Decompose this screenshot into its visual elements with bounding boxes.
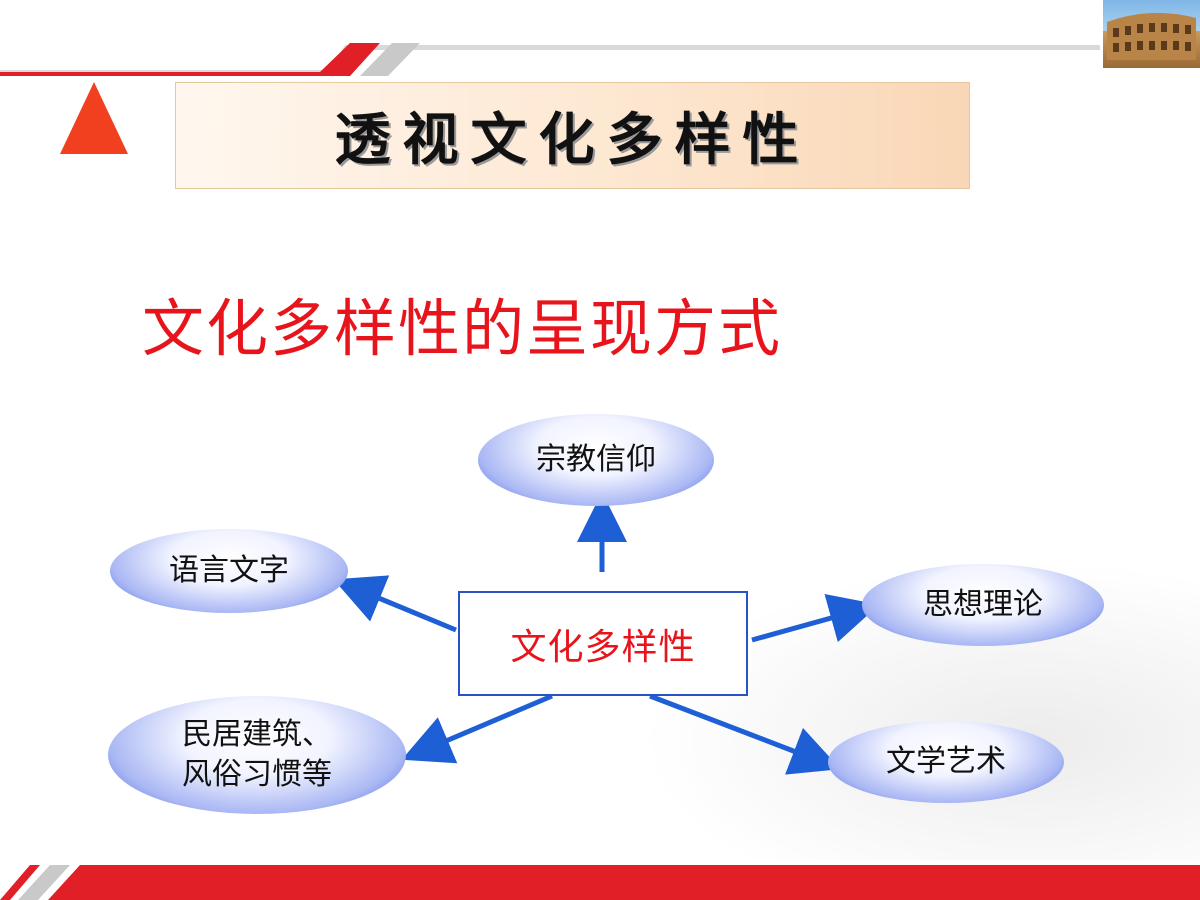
node-religion-label: 宗教信仰 xyxy=(536,442,656,477)
top-decorative-stripes xyxy=(0,43,1100,76)
center-concept-box: 文化多样性 xyxy=(458,591,748,696)
bottom-decorative-stripes xyxy=(0,865,1200,900)
arrow-to-thought xyxy=(751,593,880,643)
slide-title: 透视文化多样性 xyxy=(334,107,811,173)
node-art: 文学艺术 xyxy=(828,721,1064,803)
slide-subtitle: 文化多样性的呈现方式 xyxy=(142,292,783,365)
node-architecture: 民居建筑、 风俗习惯等 xyxy=(108,696,406,814)
center-concept-label: 文化多样性 xyxy=(510,626,696,668)
node-religion: 宗教信仰 xyxy=(478,414,714,506)
triangle-icon xyxy=(60,82,128,154)
node-thought: 思想理论 xyxy=(862,564,1104,646)
node-language: 语言文字 xyxy=(110,529,348,613)
arrow-to-language xyxy=(333,575,457,633)
node-architecture-label: 民居建筑、 风俗习惯等 xyxy=(182,717,332,792)
node-art-label: 文学艺术 xyxy=(886,744,1006,779)
node-thought-label: 思想理论 xyxy=(923,587,1043,622)
colosseum-image xyxy=(1103,0,1200,68)
arrow-to-architecture xyxy=(401,693,553,764)
title-banner: 透视文化多样性 xyxy=(175,82,970,189)
arrow-to-art xyxy=(649,693,841,775)
node-language-label: 语言文字 xyxy=(169,553,289,588)
